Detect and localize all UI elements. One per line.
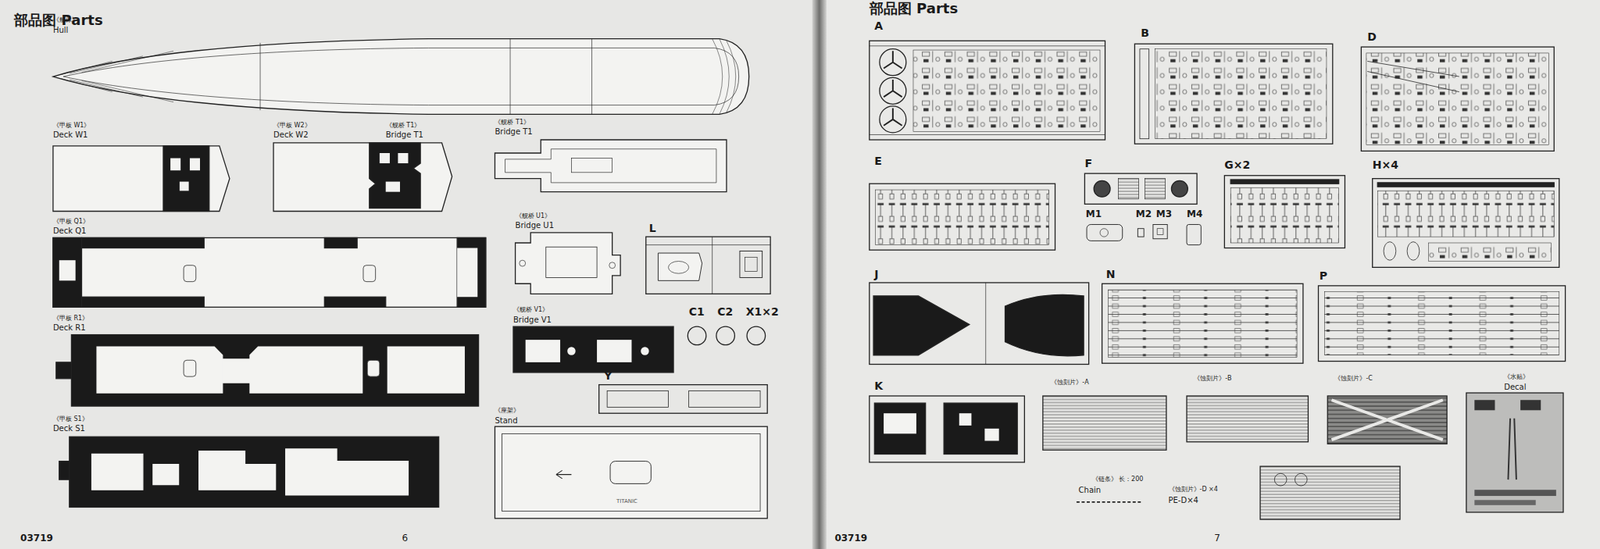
part-label: Decal [1503,382,1526,392]
part-label: 部品图 Parts [869,0,958,17]
part-label: Deck R1 [53,323,86,333]
part-label: E [874,155,883,168]
part-label: P [1319,270,1328,283]
part-label: C2 [717,306,733,318]
part-label: 《甲板 W2》 [273,122,311,130]
part-label: Y [603,370,612,383]
part-label: D [1367,31,1377,43]
part-label: Bridge V1 [513,315,552,325]
part-label: H×4 [1372,159,1399,172]
part-label: M3 [1156,209,1172,220]
part-label: 《甲板 R1》 [53,315,89,323]
part-label: L [649,222,657,235]
part-label: 7 [1214,533,1221,544]
part-label: 03719 [834,533,868,544]
part-label: TITANIC [616,499,638,506]
part-label: 6 [402,533,409,544]
part-label: 《船体》 [53,17,79,25]
part-label: Bridge T1 [494,127,533,136]
part-label: Hull [53,25,68,35]
part-label: Deck Q1 [53,226,87,236]
part-label: Deck W1 [53,130,89,140]
part-label: Bridge U1 [515,221,554,230]
part-label: F [1084,157,1093,170]
part-label: 03719 [20,533,54,544]
part-label: N [1106,268,1116,281]
part-label: Deck S1 [53,424,86,433]
part-label: 《蚀刻片》-B [1193,375,1232,383]
part-label: 《甲板 Q1》 [53,218,90,226]
part-label: G×2 [1224,159,1250,172]
part-label: PE-D×4 [1168,496,1199,505]
part-label: A [874,20,883,33]
part-label: M4 [1186,209,1203,220]
part-label: 《舰桥 T1》 [494,119,530,127]
part-label: 《甲板 S1》 [53,416,89,424]
part-label: B [1140,27,1150,40]
part-label: J [874,268,879,281]
part-label: Bridge T1 [385,130,424,140]
part-label: Stand [494,416,518,425]
part-label: M1 [1085,209,1102,220]
part-label: K [874,380,883,393]
part-label: M2 [1135,209,1152,220]
part-label: 《链条》 长：200 [1092,476,1144,484]
part-label: C1 [689,306,705,318]
part-label: Deck W2 [273,130,309,140]
part-label: X1×2 [746,306,779,318]
part-label: 《舰桥 T1》 [385,122,422,130]
part-label: 《舰桥 V1》 [513,307,549,315]
part-label: 《座架》 [494,407,520,415]
part-label: 《甲板 W1》 [53,122,91,130]
part-label: 《蚀刻片》-C [1334,375,1372,383]
part-label: 《蚀刻片》-A [1050,379,1089,387]
part-label: Chain [1078,485,1102,495]
part-label: 《舰桥 U1》 [515,213,552,221]
part-label: 《蚀刻片》-D ×4 [1168,486,1218,494]
part-label: 《水贴》 [1503,374,1529,382]
